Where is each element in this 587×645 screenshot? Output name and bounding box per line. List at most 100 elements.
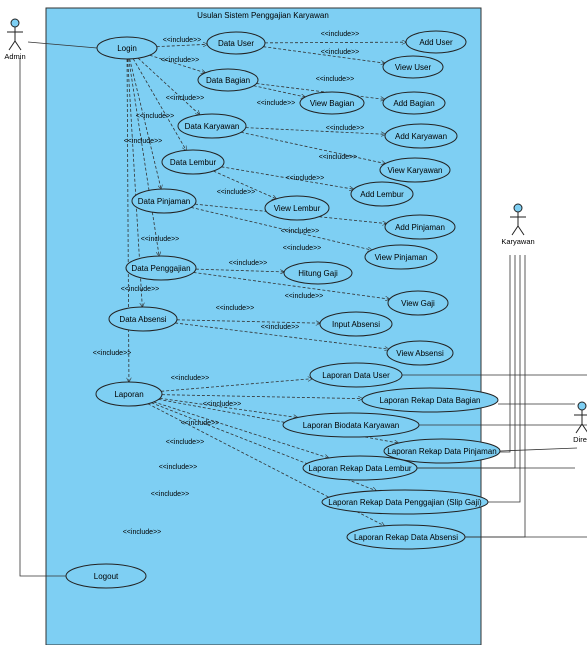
use-case-lap-rekap-absensi[interactable]: Laporan Rekap Data Absensi: [346, 524, 466, 550]
use-case-data-lembur[interactable]: Data Lembur: [161, 149, 225, 175]
use-case-label: Add Karyawan: [395, 132, 447, 141]
actor-direktur[interactable]: Dire: [573, 401, 587, 444]
use-case-add-user[interactable]: Add User: [405, 30, 467, 54]
include-label: <<include>>: [136, 113, 175, 120]
include-line-data-karyawan-add-karyawan: [245, 127, 386, 135]
use-case-label: Laporan Rekap Data Penggajian (Slip Gaji…: [328, 498, 482, 507]
actor-legs: [511, 225, 525, 236]
include-label: <<include>>: [124, 138, 163, 145]
use-case-view-karyawan[interactable]: View Karyawan: [379, 157, 451, 183]
use-case-login[interactable]: Login: [96, 36, 158, 60]
actor-head-icon: [10, 18, 20, 28]
use-case-label: Laporan Data User: [322, 371, 390, 380]
use-case-lap-biodata-karyawan[interactable]: Laporan Biodata Karyawan: [282, 412, 420, 438]
use-case-label: Laporan Rekap Data Bagian: [380, 396, 481, 405]
use-case-data-pinjaman[interactable]: Data Pinjaman: [131, 188, 197, 214]
use-case-lap-rekap-bagian[interactable]: Laporan Rekap Data Bagian: [361, 387, 499, 413]
include-label: <<include>>: [141, 236, 180, 243]
use-case-label: Data Pinjaman: [138, 197, 190, 206]
use-case-lap-rekap-pinjaman[interactable]: Laporan Rekap Data Pinjaman: [383, 438, 501, 464]
use-case-label: Data Karyawan: [185, 122, 240, 131]
use-case-ellipse: [319, 311, 393, 337]
include-line-login-data-pinjaman: [129, 58, 161, 189]
use-case-ellipse: [299, 91, 365, 115]
include-label: <<include>>: [121, 286, 160, 293]
use-case-ellipse: [384, 123, 458, 149]
use-case-data-user[interactable]: Data User: [206, 31, 266, 55]
actor-head-icon: [577, 401, 587, 411]
include-label: <<include>>: [166, 439, 205, 446]
use-case-data-absensi[interactable]: Data Absensi: [108, 306, 178, 332]
actor-karyawan[interactable]: Karyawan: [501, 203, 535, 246]
use-case-ellipse: [387, 290, 449, 316]
use-case-ellipse: [302, 455, 418, 481]
use-case-ellipse: [283, 261, 353, 285]
use-case-ellipse: [95, 381, 163, 407]
include-line-data-user-view-user: [263, 46, 385, 63]
use-case-label: Data User: [218, 39, 254, 48]
use-case-label: Add Lembur: [360, 190, 404, 199]
use-case-view-lembur[interactable]: View Lembur: [264, 195, 330, 221]
use-case-view-absensi[interactable]: View Absensi: [386, 340, 454, 366]
use-case-label: Data Bagian: [206, 76, 250, 85]
association-line: [488, 255, 521, 503]
actor-label: Karyawan: [501, 237, 534, 246]
include-label: <<include>>: [261, 324, 300, 331]
use-case-ellipse: [382, 55, 444, 79]
include-line-data-user-add-user: [264, 42, 406, 43]
include-line-laporan-lap-rekap-lembur: [153, 401, 329, 458]
include-label: <<include>>: [171, 375, 210, 382]
include-line-data-pinjaman-view-pinjaman: [190, 207, 372, 250]
use-case-ellipse: [282, 412, 420, 438]
use-case-label: Laporan Rekap Data Absensi: [354, 533, 458, 542]
use-case-view-pinjaman[interactable]: View Pinjaman: [364, 244, 438, 270]
use-case-view-user[interactable]: View User: [382, 55, 444, 79]
use-case-logout[interactable]: Logout: [65, 563, 147, 589]
use-case-label: Logout: [94, 572, 119, 581]
use-case-ellipse: [125, 255, 197, 281]
use-case-label: Data Absensi: [119, 315, 166, 324]
include-label: <<include>>: [216, 305, 255, 312]
include-label: <<include>>: [181, 420, 220, 427]
use-case-input-absensi[interactable]: Input Absensi: [319, 311, 393, 337]
use-case-laporan[interactable]: Laporan: [95, 381, 163, 407]
actor-head-icon: [513, 203, 523, 213]
use-case-ellipse: [383, 438, 501, 464]
include-line-data-absensi-input-absensi: [176, 319, 320, 323]
use-case-add-bagian[interactable]: Add Bagian: [382, 91, 446, 115]
use-case-view-gaji[interactable]: View Gaji: [387, 290, 449, 316]
include-label: <<include>>: [163, 37, 202, 44]
use-case-label: Data Lembur: [170, 158, 217, 167]
include-label: <<include>>: [166, 95, 205, 102]
use-case-ellipse: [108, 306, 178, 332]
use-case-ellipse: [206, 31, 266, 55]
use-case-view-bagian[interactable]: View Bagian: [299, 91, 365, 115]
use-case-data-bagian[interactable]: Data Bagian: [197, 68, 259, 92]
use-case-lap-rekap-penggajian[interactable]: Laporan Rekap Data Penggajian (Slip Gaji…: [321, 489, 489, 515]
use-case-add-karyawan[interactable]: Add Karyawan: [384, 123, 458, 149]
include-label: <<include>>: [203, 401, 242, 408]
use-case-label: Laporan Biodata Karyawan: [303, 421, 400, 430]
include-line-login-data-karyawan: [137, 57, 200, 115]
use-case-data-penggajian[interactable]: Data Penggajian: [125, 255, 197, 281]
include-line-data-bagian-view-bagian: [253, 85, 305, 97]
use-case-hitung-gaji[interactable]: Hitung Gaji: [283, 261, 353, 285]
include-label: <<include>>: [286, 175, 325, 182]
include-line-laporan-lap-data-user: [161, 379, 312, 392]
use-case-lap-data-user[interactable]: Laporan Data User: [309, 362, 403, 388]
use-case-lap-rekap-lembur[interactable]: Laporan Rekap Data Lembur: [302, 455, 418, 481]
use-case-data-karyawan[interactable]: Data Karyawan: [177, 113, 247, 139]
actor-admin[interactable]: Admin: [4, 18, 26, 61]
include-line-data-absensi-view-absensi: [175, 322, 389, 349]
include-label: <<include>>: [229, 260, 268, 267]
include-label: <<include>>: [326, 125, 365, 132]
include-label: <<include>>: [161, 57, 200, 64]
use-case-label: Add Bagian: [393, 99, 434, 108]
use-case-label: Add User: [419, 38, 453, 47]
use-case-add-lembur[interactable]: Add Lembur: [350, 181, 414, 207]
include-label: <<include>>: [321, 31, 360, 38]
use-case-ellipse: [161, 149, 225, 175]
use-case-add-pinjaman[interactable]: Add Pinjaman: [384, 214, 456, 240]
